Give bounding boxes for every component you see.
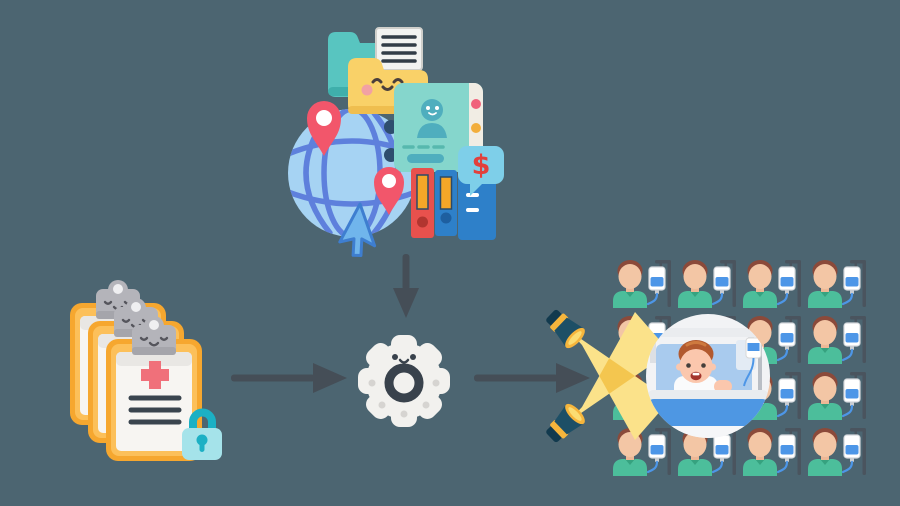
dollar-symbol: $ [472,150,491,181]
person-iv-unit [743,260,801,308]
spotlight-beams [568,312,670,440]
arrow-records-to-gear [231,363,347,393]
cursor-icon [338,202,377,257]
node-population [546,260,866,476]
padlock-icon [182,408,222,460]
node-online-data-sources: $ [288,27,504,257]
spotlight-icon [546,403,585,443]
dollar-bubble-icon: $ [458,146,504,196]
document-icon [375,27,423,71]
person-iv-unit [678,260,736,308]
location-pin-icon [307,101,341,156]
person-iv-unit [613,428,671,476]
person-iv-unit [808,372,866,420]
arrow-sources-to-gear [393,254,419,318]
arrow-gear-to-population [474,363,590,393]
person-iv-unit [613,260,671,308]
person-iv-unit [808,428,866,476]
gear-face [392,354,416,364]
node-processing-gear [358,335,450,427]
node-medical-records [70,278,222,461]
person-iv-unit [743,428,801,476]
gear-icon [358,335,450,427]
location-pin-icon [374,167,404,215]
person-iv-unit [808,260,866,308]
avatar [417,99,447,138]
books-icon [411,168,496,240]
spotlight-icon [546,309,585,349]
medical-cross-icon [141,361,169,389]
person-iv-unit [808,316,866,364]
text-lines [128,395,182,425]
